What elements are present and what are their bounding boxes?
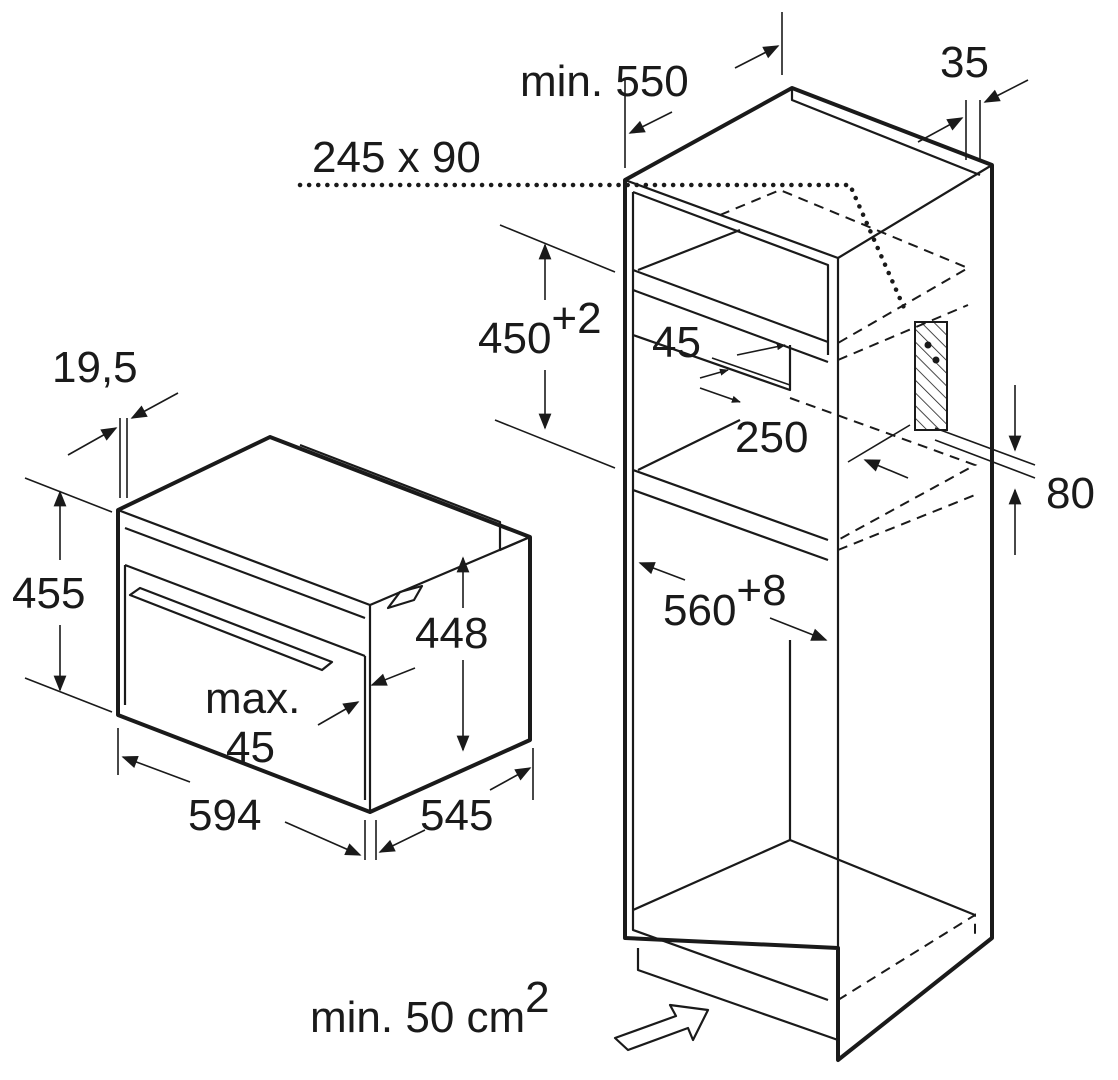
ventilation-value: min. 50 cm xyxy=(310,993,525,1042)
niche-width-label: 560+8 xyxy=(663,566,787,635)
handle-offset-label-1: max. xyxy=(205,674,300,723)
shelf-offset-label: 45 xyxy=(652,318,701,367)
panel-thickness-label: 19,5 xyxy=(52,343,138,392)
airflow-arrow xyxy=(613,1003,710,1052)
appliance-drawing xyxy=(116,435,532,814)
handle-offset-label-2: 45 xyxy=(226,723,275,772)
appliance-depth-label: 545 xyxy=(420,791,493,840)
cabinet-depth-label: min. 550 xyxy=(520,57,689,106)
ventilation-label: min. 50 cm2 xyxy=(310,973,550,1042)
cabinet-drawing xyxy=(623,86,994,1062)
appliance-width-label: 594 xyxy=(188,791,261,840)
niche-height-tol: +2 xyxy=(551,294,601,343)
dimension-lines xyxy=(24,12,1036,860)
shelf-depth-label: 250 xyxy=(735,413,808,462)
ventilation-exp: 2 xyxy=(525,973,549,1022)
front-height-label: 448 xyxy=(415,609,488,658)
cutout-label: 245 x 90 xyxy=(312,133,481,182)
handle xyxy=(128,586,334,672)
niche-height-value: 450 xyxy=(478,314,551,363)
appliance-height-label: 455 xyxy=(12,569,85,618)
niche-height-label: 450+2 xyxy=(478,294,602,363)
rear-gap-label: 35 xyxy=(940,38,989,87)
vent-height-label: 80 xyxy=(1046,469,1095,518)
niche-width-tol: +8 xyxy=(736,566,786,615)
vent-cutout xyxy=(914,321,948,431)
niche-width-value: 560 xyxy=(663,586,736,635)
